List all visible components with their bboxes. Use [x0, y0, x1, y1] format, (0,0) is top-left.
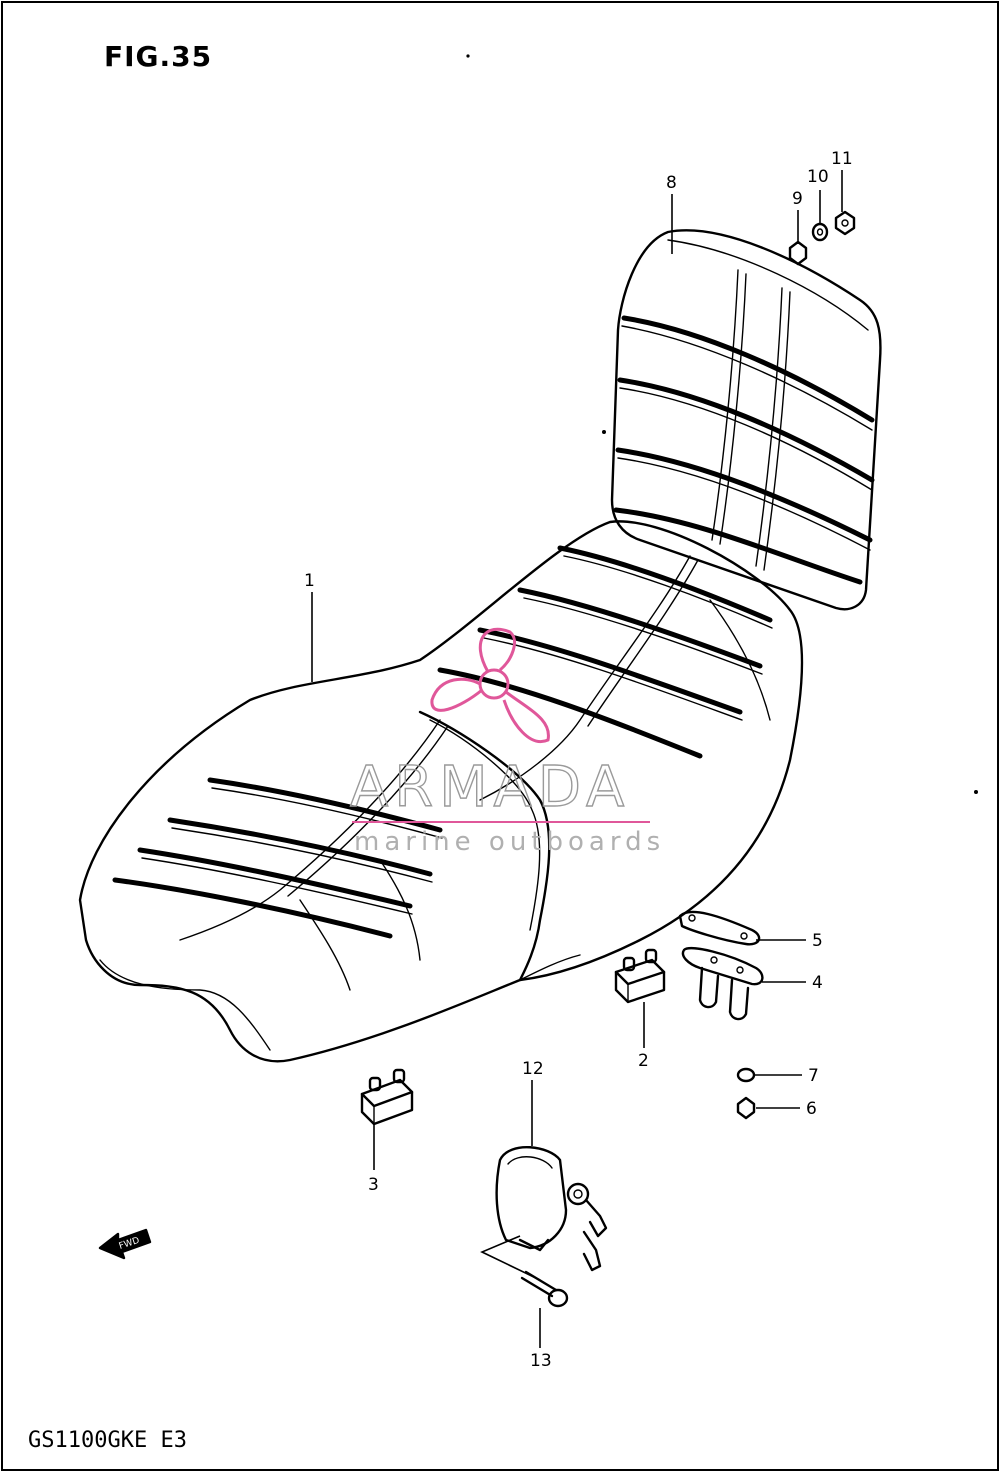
- watermark-brand: ARMADA: [350, 755, 630, 820]
- callout-10: 10: [807, 167, 829, 187]
- figure-title: FIG.35: [104, 40, 213, 73]
- callout-2: 2: [638, 1051, 649, 1071]
- watermark-tagline: marine outboards: [354, 827, 665, 857]
- nut-part-11[interactable]: [834, 210, 856, 236]
- seat-lock-part-12[interactable]: [495, 1145, 608, 1272]
- callout-9: 9: [792, 189, 803, 209]
- callout-11: 11: [831, 149, 853, 169]
- forward-arrow-icon: [98, 1228, 152, 1260]
- backrest-pad[interactable]: [610, 229, 882, 611]
- callout-1: 1: [304, 571, 315, 591]
- callout-12: 12: [522, 1059, 544, 1079]
- plate-part-5[interactable]: [678, 910, 761, 946]
- cushion-part-2[interactable]: [614, 948, 666, 1004]
- watermark-propeller-icon: [430, 627, 550, 744]
- callout-8: 8: [666, 173, 677, 193]
- nut-part-6[interactable]: [736, 1096, 756, 1120]
- hinge-part-4[interactable]: [681, 947, 764, 1021]
- callout-3: 3: [368, 1175, 379, 1195]
- lock-bolt-lead: [480, 1235, 541, 1281]
- callout-5: 5: [812, 931, 823, 951]
- scan-speck: [974, 790, 978, 794]
- washer-part-10[interactable]: [811, 222, 829, 242]
- scan-speck: [602, 430, 606, 434]
- nut-part-7[interactable]: [736, 1067, 756, 1083]
- bolt-part-13[interactable]: [520, 1270, 569, 1308]
- scan-speck: [466, 54, 470, 58]
- model-code: GS1100GKE E3: [28, 1428, 187, 1453]
- callout-13: 13: [530, 1351, 552, 1371]
- nut-part-9[interactable]: [788, 240, 808, 266]
- leader-lines: [311, 170, 843, 1348]
- cushion-part-3[interactable]: [360, 1068, 414, 1126]
- callout-4: 4: [812, 973, 823, 993]
- callout-7: 7: [808, 1066, 819, 1086]
- callout-6: 6: [806, 1099, 817, 1119]
- seat-assembly[interactable]: [78, 520, 804, 1063]
